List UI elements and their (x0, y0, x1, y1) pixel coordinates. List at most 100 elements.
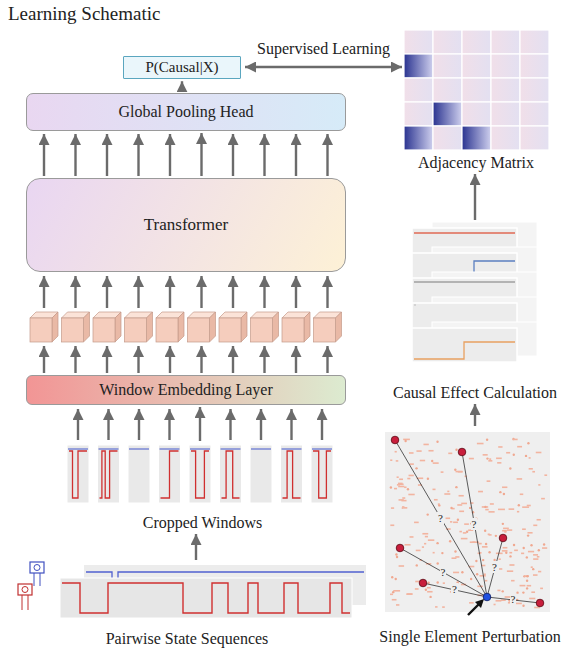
circuit-mark (532, 471, 535, 473)
circuit-mark (480, 575, 486, 577)
circuit-mark (425, 536, 428, 538)
circuit-mark (390, 524, 394, 526)
circuit-mark (507, 570, 513, 572)
circuit-mark (541, 498, 545, 500)
circuit-mark (461, 503, 467, 505)
red-sequence (62, 583, 350, 613)
circuit-mark (431, 460, 433, 462)
circuit-mark (487, 480, 491, 482)
circuit-mark (390, 459, 392, 461)
flow-arrow (106, 276, 108, 308)
flow-arrow (43, 276, 45, 308)
circuit-mark (446, 517, 451, 519)
circuit-mark (392, 599, 397, 601)
flow-arrow (138, 409, 140, 440)
flow-arrow (232, 276, 234, 308)
matrix-cell (520, 102, 549, 126)
perturbed-dot (483, 593, 491, 601)
window-panel (220, 445, 242, 503)
token-front (125, 318, 147, 342)
window-panel (281, 445, 303, 503)
circuit-mark (427, 591, 432, 593)
window-red-trace (191, 451, 209, 498)
circuit-mark (529, 598, 535, 600)
probe-line (395, 440, 487, 597)
token-side (336, 312, 342, 342)
circuit-mark (482, 559, 484, 561)
circuit-mark (422, 533, 428, 535)
circuit-mark (505, 552, 507, 554)
circuit-mark (448, 453, 452, 455)
circuit-mark (522, 605, 524, 607)
window-panel (189, 445, 211, 503)
circuit-mark (457, 504, 462, 506)
flow-arrow (181, 81, 183, 91)
process-box: Global Pooling Head (26, 93, 346, 131)
unknown-effect-mark: ? (440, 566, 447, 579)
flow-arrow (169, 134, 171, 176)
effect-trace (414, 281, 515, 282)
token-front (251, 318, 273, 342)
circuit-mark (527, 505, 531, 507)
circuit-mark (527, 442, 529, 444)
circuit-mark (488, 511, 494, 513)
circuit-mark (485, 509, 488, 511)
circuit-mark (456, 471, 463, 473)
token-side (178, 312, 184, 342)
circuit-mark (502, 486, 507, 488)
circuit-mark (529, 468, 533, 470)
token-side (210, 312, 216, 342)
circuit-mark (532, 568, 534, 570)
circuit-mark (470, 578, 472, 580)
flow-arrow (326, 134, 328, 176)
window-red-trace (313, 451, 331, 498)
token-front (156, 318, 178, 342)
circuit-mark (392, 591, 394, 593)
circuit-mark (398, 483, 403, 485)
circuit-mark (482, 506, 488, 508)
circuit-mark (407, 488, 409, 490)
matrix-cell (462, 126, 491, 150)
flow-arrow (195, 534, 197, 560)
window-red-trace (161, 451, 179, 498)
circuit-mark (402, 497, 405, 499)
circuit-mark (401, 500, 406, 502)
flow-arrow (137, 276, 139, 308)
circuit-mark (499, 558, 501, 560)
token-front (93, 318, 115, 342)
circuit-mark (397, 476, 399, 478)
circuit-mark (527, 585, 531, 587)
circuit-mark (475, 560, 477, 562)
circuit-mark (449, 540, 451, 542)
effect-trace (414, 232, 515, 233)
circuit-mark (495, 535, 497, 537)
circuit-mark (525, 455, 527, 457)
circuit-mark (470, 541, 475, 543)
token-side (84, 312, 90, 342)
token-side (147, 312, 153, 342)
flow-arrow (137, 346, 139, 373)
circuit-mark (427, 478, 429, 480)
element-dot (499, 534, 507, 542)
circuit-mark (428, 450, 433, 452)
circuit-mark (476, 573, 478, 575)
window-blue-trace (129, 448, 149, 449)
circuit-mark (533, 574, 538, 576)
circuit-mark (533, 525, 537, 527)
window-blue-trace (221, 448, 241, 449)
circuit-mark (393, 590, 400, 592)
circuit-mark (506, 452, 510, 454)
matrix-cell (491, 78, 520, 102)
unknown-effect-mark: ? (451, 583, 458, 596)
figure-caption: Pairwise State Sequences (106, 630, 269, 648)
matrix-cell (520, 54, 549, 78)
circuit-mark (502, 523, 504, 525)
circuit-mark (524, 575, 529, 577)
unknown-effect-mark: ? (510, 593, 517, 606)
circuit-mark (497, 590, 500, 592)
token-side (52, 312, 58, 342)
circuit-mark (503, 547, 508, 549)
circuit-mark (450, 521, 452, 523)
flow-arrow (168, 409, 170, 440)
element-leads (34, 573, 40, 586)
